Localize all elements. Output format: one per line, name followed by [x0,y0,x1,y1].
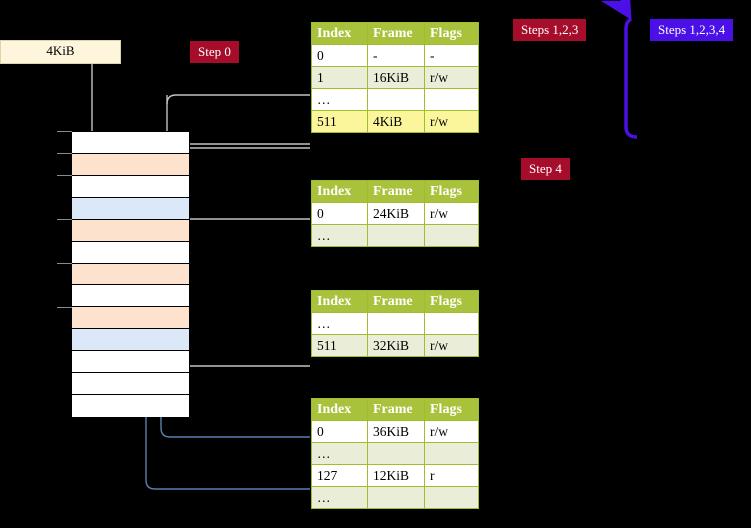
cell-index: 0 [311,44,368,67]
memory-tick [57,153,72,154]
column-header-index: Index [311,290,368,313]
cell-index: 0 [311,420,368,443]
memory-frame-row [72,241,189,264]
memory-frame-row [72,285,189,308]
badge-steps-123: Steps 1,2,3 [513,19,587,41]
memory-frame-row [72,175,189,198]
cell-flags: r [424,464,479,487]
table-row: 0-- [311,44,479,67]
memory-frame-row [72,395,189,417]
badge-step-4: Step 4 [521,158,570,180]
cell-index: … [311,442,368,465]
column-header-frame: Frame [367,398,425,421]
cell-index: 511 [311,110,368,133]
memory-frame-row [72,197,189,220]
cell-index: … [311,88,368,111]
cell-index: 1 [311,66,368,89]
cell-flags: r/w [424,202,479,225]
cell-frame: 4KiB [367,110,425,133]
memory-frame-row [72,263,189,286]
cell-index: … [311,486,368,509]
memory-frame-row [72,307,189,330]
memory-frame-row [72,373,189,396]
cell-index: 0 [311,202,368,225]
column-header-frame: Frame [367,290,425,313]
cell-flags: r/w [424,110,479,133]
table-row: … [311,442,479,465]
memory-frame-row [72,329,189,352]
column-header-flags: Flags [424,290,479,313]
memory-frame-row [72,219,189,242]
cell-frame: 12KiB [367,464,425,487]
cell-flags [424,442,479,465]
cell-frame [367,486,425,509]
cell-frame: 32KiB [367,334,425,357]
column-header-frame: Frame [367,22,425,45]
cell-index: … [311,312,368,335]
column-header-index: Index [311,180,368,203]
cell-index: … [311,224,368,247]
cell-frame [367,312,425,335]
column-header-index: Index [311,22,368,45]
cell-flags [424,486,479,509]
cell-flags [424,88,479,111]
column-header-index: Index [311,398,368,421]
cell-frame: 36KiB [367,420,425,443]
cell-flags: - [424,44,479,67]
memory-frame-row [72,351,189,374]
column-header-frame: Frame [367,180,425,203]
physical-memory-column [71,131,190,417]
memory-tick [57,219,72,220]
cell-frame: 16KiB [367,66,425,89]
cell-frame: 24KiB [367,202,425,225]
cell-frame: - [367,44,425,67]
cell-frame [367,442,425,465]
memory-tick [57,175,72,176]
table-row: … [311,88,479,111]
memory-tick [57,263,72,264]
column-header-flags: Flags [424,22,479,45]
column-header-flags: Flags [424,398,479,421]
cell-frame [367,88,425,111]
cell-frame [367,224,425,247]
table-row: … [311,312,479,335]
cell-flags: r/w [424,334,479,357]
memory-frame-row [72,132,189,154]
table-row: … [311,486,479,509]
memory-size-label: 4KiB [0,40,121,64]
table-row: … [311,224,479,247]
cell-index: 127 [311,464,368,487]
memory-tick [57,131,72,132]
badge-step-0: Step 0 [190,41,239,63]
cell-flags: r/w [424,420,479,443]
memory-frame-row [72,153,189,176]
memory-tick [57,307,72,308]
cell-flags [424,224,479,247]
cell-flags [424,312,479,335]
cell-index: 511 [311,334,368,357]
cell-flags: r/w [424,66,479,89]
column-header-flags: Flags [424,180,479,203]
badge-steps-1234: Steps 1,2,3,4 [650,19,734,41]
